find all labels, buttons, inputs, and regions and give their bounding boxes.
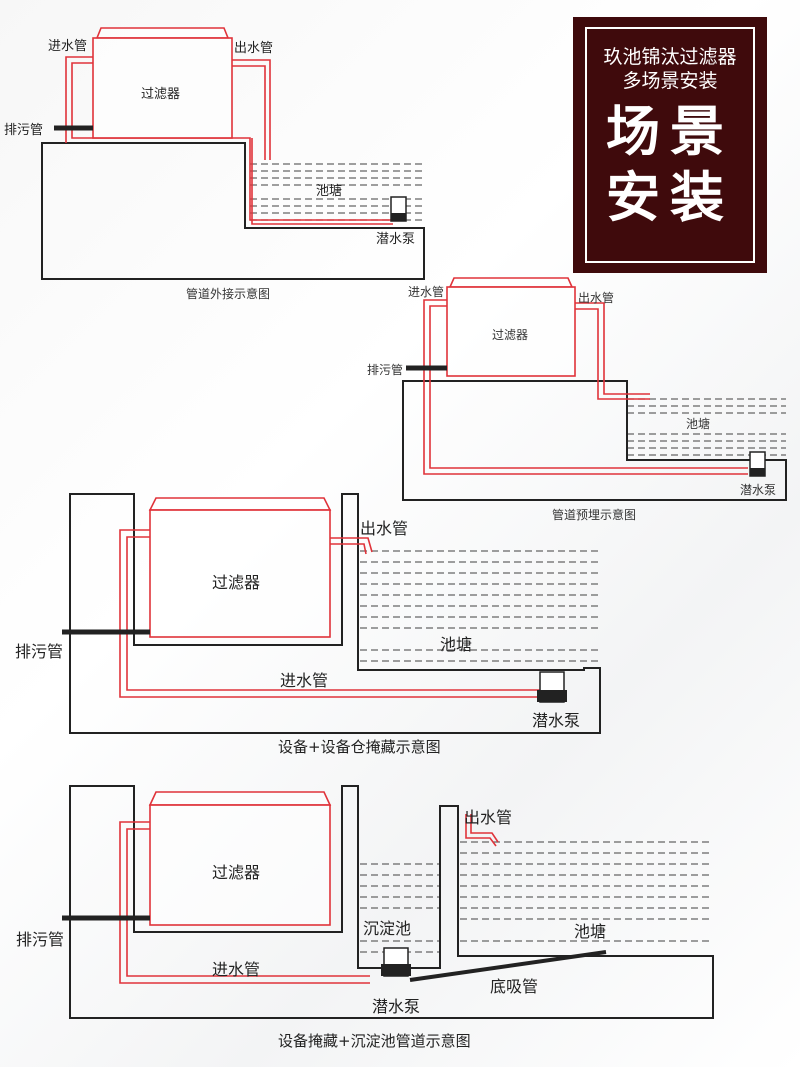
outlet-label: 出水管 — [464, 808, 512, 827]
pump-base — [391, 213, 406, 221]
pump-label: 潜水泵 — [532, 711, 580, 730]
outlet-pipe — [232, 59, 271, 160]
caption: 设备掩藏+沉淀池管道示意图 — [278, 1032, 471, 1050]
filter-box-lid — [448, 277, 574, 288]
filter-label: 过滤器 — [212, 863, 260, 882]
badge-heading-2: 安装 — [606, 166, 734, 229]
pump-base — [537, 690, 567, 702]
enclosure-structure — [69, 493, 601, 734]
outlet-pipe — [330, 537, 373, 555]
settling-water — [360, 863, 440, 953]
filter-box-lid — [95, 27, 230, 39]
pump-base — [381, 964, 411, 976]
outlet-label: 出水管 — [234, 41, 273, 56]
inlet-label: 进水管 — [48, 39, 87, 54]
pond-label: 池塘 — [574, 922, 606, 941]
badge-frame: 玖池锦汰过滤器 多场景安装 场景 安装 — [585, 27, 755, 263]
inlet-label: 进水管 — [212, 960, 260, 979]
inlet-label: 进水管 — [280, 671, 328, 690]
filter-box — [446, 286, 576, 377]
badge-product-name: 玖池锦汰过滤器 — [603, 46, 737, 68]
outlet-pipe — [465, 814, 499, 847]
caption: 设备+设备仓掩藏示意图 — [278, 738, 441, 756]
diagram-embedded-piping: 进水管 出水管 过滤器 排污管 池塘 潜水泵 管道预埋示意图 — [367, 277, 787, 522]
pond-label: 池塘 — [686, 416, 710, 431]
title-badge: 玖池锦汰过滤器 多场景安装 场景 安装 — [573, 17, 767, 273]
pond-label: 池塘 — [440, 635, 472, 654]
pump-base — [750, 468, 765, 476]
inlet-pipe — [119, 821, 370, 984]
pond-water — [360, 550, 600, 662]
badge-subtitle: 多场景安装 — [622, 70, 718, 92]
filter-label: 过滤器 — [492, 328, 528, 342]
drain-label: 排污管 — [367, 362, 403, 377]
bottom-suction-label: 底吸管 — [490, 977, 538, 996]
drain-label: 排污管 — [4, 123, 43, 138]
ground-structure — [402, 380, 787, 501]
pump-label: 潜水泵 — [372, 997, 420, 1016]
pond-water — [627, 398, 786, 456]
outlet-label: 出水管 — [578, 290, 614, 305]
outlet-label: 出水管 — [360, 519, 408, 538]
filter-label: 过滤器 — [141, 87, 180, 102]
caption: 管道预埋示意图 — [552, 507, 636, 522]
bottom-suction-pipe — [409, 950, 607, 982]
settling-label: 沉淀池 — [363, 919, 411, 938]
pond-label: 池塘 — [316, 183, 342, 199]
diagram-hidden-settling-tank: 出水管 过滤器 排污管 沉淀池 池塘 进水管 底吸管 潜水泵 设备掩藏+沉淀池管… — [16, 785, 714, 1050]
drain-label: 排污管 — [15, 642, 63, 661]
ground-structure — [41, 142, 425, 280]
caption: 管道外接示意图 — [186, 286, 270, 301]
filter-label: 过滤器 — [212, 573, 260, 592]
inlet-label: 进水管 — [408, 284, 444, 299]
outlet-pipe — [575, 302, 650, 400]
inlet-pipe — [423, 299, 748, 475]
pump-label: 潜水泵 — [740, 483, 776, 497]
filter-box — [149, 804, 331, 926]
filter-box-lid — [148, 497, 332, 511]
filter-box — [149, 509, 331, 638]
filter-box-lid — [148, 791, 332, 806]
badge-heading-1: 场景 — [606, 100, 734, 163]
enclosure-structure — [69, 785, 714, 1019]
filter-box — [92, 37, 233, 139]
pump-label: 潜水泵 — [376, 232, 415, 247]
pond-water — [460, 841, 710, 942]
diagram-external-piping: 进水管 出水管 过滤器 排污管 池塘 潜水泵 管道外接示意图 — [4, 27, 425, 301]
drain-label: 排污管 — [16, 930, 64, 949]
inlet-pipe — [119, 529, 540, 698]
diagram-hidden-enclosure: 出水管 过滤器 排污管 池塘 进水管 潜水泵 设备+设备仓掩藏示意图 — [15, 493, 601, 756]
